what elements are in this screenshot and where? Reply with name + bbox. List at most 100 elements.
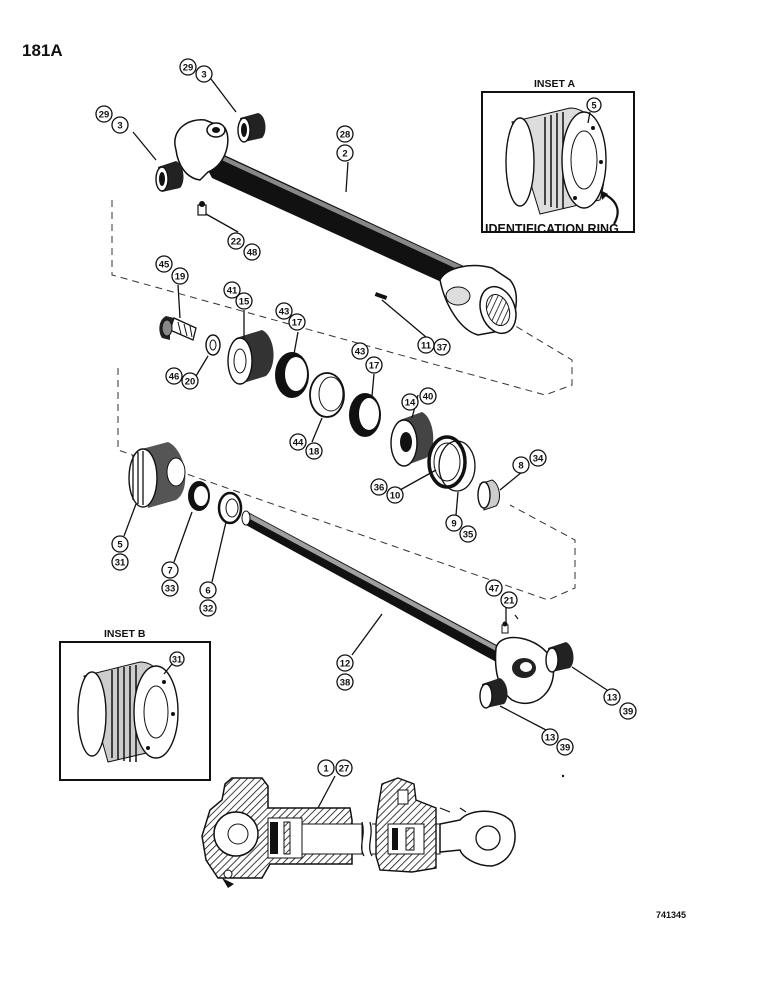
callout-circle [336, 673, 354, 691]
callout-circle [317, 759, 335, 777]
callout-number: 47 [489, 584, 500, 595]
nut-15 [227, 330, 274, 385]
washer-20 [205, 334, 221, 356]
callout-circle [619, 702, 637, 720]
set-screw-11 [374, 292, 388, 300]
callout-number: 17 [369, 361, 380, 372]
leader-line [345, 161, 349, 193]
callout-number: 35 [463, 530, 474, 541]
callout-circle [111, 553, 129, 571]
leader-line [123, 503, 137, 537]
leader-line [499, 471, 523, 491]
callout-number: 21 [504, 596, 515, 607]
bushing-13-left [479, 678, 508, 709]
dashed-guide-upper [111, 200, 573, 396]
seal-7 [188, 481, 210, 511]
callout-circle [365, 356, 383, 374]
leader-line [499, 705, 547, 731]
bushing-3-top [237, 113, 266, 143]
callout-number: 48 [247, 248, 258, 259]
leader-line [211, 521, 227, 583]
callout-number: 39 [623, 707, 634, 718]
callout-number: 1 [323, 764, 329, 775]
callout-circle [155, 255, 173, 273]
leader-line [455, 491, 459, 516]
bushing-8 [477, 479, 500, 511]
callout-number: 43 [279, 307, 290, 318]
callout-circle [161, 561, 179, 579]
callout-circle [199, 599, 217, 617]
cylinder-barrel [174, 119, 517, 336]
callout-circle [370, 478, 388, 496]
callout-number: 17 [292, 318, 303, 329]
callout-circle [171, 267, 189, 285]
callout-circle [111, 535, 129, 553]
leader-line [381, 299, 427, 338]
callout-circle [305, 442, 323, 460]
bushing-3-left [155, 161, 184, 192]
inset-b-callout: 31 [172, 655, 182, 665]
leader-line [173, 511, 193, 563]
callout-circle [111, 116, 129, 134]
callout-number: 40 [423, 392, 434, 403]
callout-circle [529, 449, 547, 467]
callout-number: 14 [405, 398, 416, 409]
callout-circle [288, 313, 306, 331]
callout-circle [386, 486, 404, 504]
callout-circle [95, 105, 113, 123]
callout-circle [289, 433, 307, 451]
callout-number: 3 [117, 121, 122, 132]
callout-circle [335, 759, 353, 777]
callout-number: 19 [175, 272, 186, 283]
head-5 [128, 442, 186, 508]
callout-number: 22 [231, 237, 242, 248]
leader-line [571, 666, 608, 691]
callout-circle [556, 738, 574, 756]
callout-circle [181, 372, 199, 390]
callout-number: 8 [518, 461, 523, 472]
wear-ring-18 [309, 372, 345, 418]
grease-fitting-21 [501, 621, 509, 634]
callout-number: 31 [115, 558, 126, 569]
callout-circle [419, 387, 437, 405]
leader-line [371, 373, 375, 397]
callout-number: 6 [205, 586, 210, 597]
callout-number: 18 [309, 447, 320, 458]
callout-number: 11 [421, 341, 432, 352]
cutaway-section-view [201, 777, 516, 888]
callout-number: 27 [339, 764, 350, 775]
callout-circle [351, 342, 369, 360]
callout-number: 2 [342, 149, 347, 160]
callout-circle [445, 514, 463, 532]
callout-number: 13 [607, 693, 618, 704]
callout-number: 13 [545, 733, 556, 744]
backup-ring-9 [438, 440, 476, 492]
callout-number: 10 [390, 491, 401, 502]
piston-14 [390, 412, 434, 467]
callout-number: 34 [533, 454, 544, 465]
callout-number: 3 [201, 70, 206, 81]
callout-number: 9 [451, 519, 456, 530]
wiper-6 [217, 491, 243, 525]
callout-circle [459, 525, 477, 543]
leader-line [205, 213, 239, 233]
inset-a: INSET A 5 IDENTIFICATION RING [481, 78, 635, 236]
callout-circle [235, 292, 253, 310]
callout-number: 12 [340, 659, 351, 670]
bushing-13-right [545, 642, 574, 673]
inset-a-title: INSET A [534, 78, 575, 90]
callout-number: 20 [185, 377, 196, 388]
callout-number: 5 [117, 540, 123, 551]
callout-circle [243, 243, 261, 261]
callout-circle [512, 456, 530, 474]
leader-line [293, 331, 299, 355]
grease-fitting-22 [197, 201, 207, 216]
callout-number: 7 [167, 566, 172, 577]
callout-number: 29 [99, 110, 110, 121]
callout-circle [603, 688, 621, 706]
figure-code: 741345 [656, 910, 686, 920]
callout-circle [161, 579, 179, 597]
callout-number: 29 [183, 63, 194, 74]
